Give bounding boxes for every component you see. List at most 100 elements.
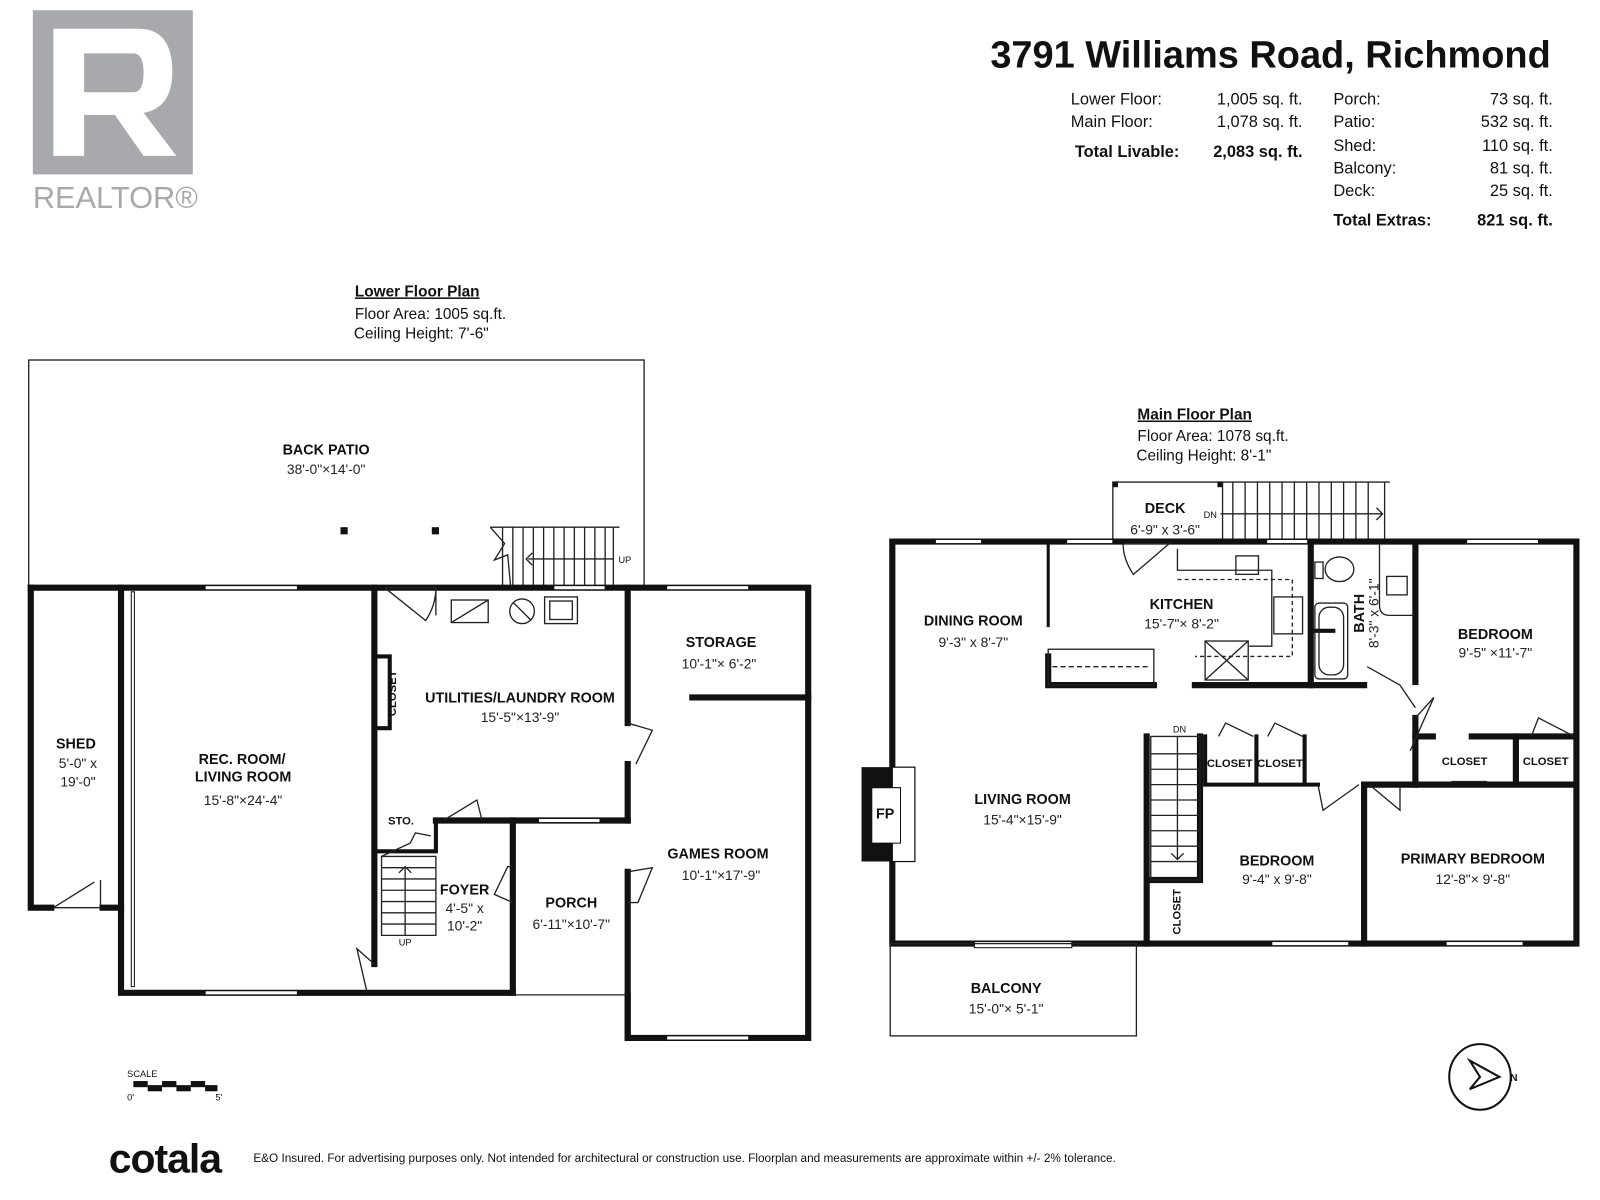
realtor-logo: REALTOR® [32,10,198,215]
room-name: BEDROOM [1239,854,1314,870]
counter [1047,648,1155,686]
address-title: 3791 Williams Road, Richmond [990,35,1550,77]
total-extras-value: 821 sq. ft. [1477,212,1553,230]
water-heater [509,598,536,625]
property-summary: 3791 Williams Road, Richmond Lower Floor… [990,35,1552,230]
laundry-sink [543,596,579,625]
main-floor-label: Main Floor: [1071,113,1153,131]
room-dimensions: 6'-11"×10'-7" [533,916,611,932]
room-name: REC. ROOM/ [199,752,286,768]
scale-end: 5' [215,1093,222,1103]
main-floor-ceiling: Ceiling Height: 8'-1" [1136,448,1271,465]
post [340,527,348,535]
main-floor-plan: Main Floor Plan Floor Area: 1078 sq.ft. … [861,406,1580,1037]
lower-windows [130,585,750,1041]
room-dimensions: 9'-5" ×11'-7" [1459,644,1533,660]
kitchen-fixtures [1047,548,1304,686]
patio-stairs [489,526,620,588]
stove [1273,596,1304,635]
total-extras-label: Total Extras: [1333,212,1431,230]
sliding-door [973,941,1073,949]
stair-down-label: DN [1204,510,1217,520]
closet-label: CLOSET [1442,756,1488,768]
closet-label: CLOSET [1523,756,1569,768]
room-dimensions: 4'-5" x [445,900,483,916]
lower-floor-area: Floor Area: 1005 sq.ft. [355,306,506,323]
patio-value: 532 sq. ft. [1481,113,1553,131]
fireplace [861,766,916,863]
shed-value: 110 sq. ft. [1482,137,1553,155]
room-name: BATH [1352,594,1368,633]
total-livable-value: 2,083 sq. ft. [1213,143,1302,161]
total-livable-label: Total Livable: [1075,143,1180,161]
furnace [450,599,489,624]
room-dimensions: 6'-9" x 3'-6" [1130,521,1200,537]
toilet [1324,556,1355,583]
room-dimensions: 9'-3" x 8'-7" [938,634,1008,650]
main-floor-area: Floor Area: 1078 sq.ft. [1137,428,1288,445]
room-dimensions: 15'-8"×24'-4" [204,792,283,808]
balcony-area [889,942,1138,1037]
main-stairs [1150,735,1201,881]
patio-label: Patio: [1333,113,1375,131]
closet-label: CLOSET [1172,889,1184,935]
room-name: FOYER [440,882,490,898]
lower-fixtures [450,596,579,625]
cotala-logo: cotala [109,1135,224,1181]
room-name: CLOSET [387,670,399,716]
disclaimer: E&O Insured. For advertising purposes on… [253,1152,1116,1165]
room-name: STORAGE [686,635,757,651]
bathtub [1314,602,1349,680]
lower-floor-label: Lower Floor: [1071,91,1162,109]
porch-label: Porch: [1333,91,1380,109]
scale-label: SCALE [127,1069,157,1079]
lower-doors [52,587,654,993]
north-label: N [1510,1073,1517,1084]
foyer-stairs [380,832,437,937]
lower-floor-title: Lower Floor Plan [355,283,480,300]
lower-floor-ceiling: Ceiling Height: 7'-6" [354,325,489,342]
room-dimensions: 15'-0"× 5'-1" [969,1000,1044,1016]
room-dimensions: 9'-4" x 9'-8" [1242,871,1312,887]
room-dimensions: 15'-4"×15'-9" [983,812,1062,828]
footer: cotala E&O Insured. For advertising purp… [109,1135,1116,1181]
room-name: DECK [1145,501,1186,517]
bath-fixtures [1314,543,1414,680]
room-name: BEDROOM [1458,627,1533,643]
post [431,527,439,535]
stair-up-label: UP [399,938,412,948]
room-name: STO. [388,816,414,828]
balcony-value: 81 sq. ft. [1490,159,1553,177]
shed-label: Shed: [1333,137,1376,155]
room-name: UTILITIES/LAUNDRY ROOM [425,691,615,707]
fridge [1204,640,1249,681]
room-dimensions: 10'-1"× 6'-2" [682,656,757,672]
room-name: KITCHEN [1150,597,1214,613]
deck-area [1112,481,1390,542]
north-arrow-icon: N [1448,1043,1518,1111]
room-dimensions: 12'-8"× 9'-8" [1435,871,1510,887]
stair-up-label: UP [618,555,631,565]
lower-walls [27,584,812,1042]
room-name: DINING ROOM [924,614,1023,630]
room-name: SHED [56,737,96,753]
lower-floor-plan: Lower Floor Plan Floor Area: 1005 sq.ft.… [27,283,812,1042]
room-name: BACK PATIO [283,442,370,458]
main-doors [1122,542,1575,812]
room-dimensions: 8'-3" x 6'-1" [1365,578,1381,648]
stair-down-label: DN [1173,724,1186,734]
vanity [1378,543,1414,617]
room-name: BALCONY [971,981,1042,997]
room-dimensions: 5'-0" x [59,755,97,771]
room-dimensions: 38'-0"×14'-0" [287,461,366,477]
room-name: LIVING ROOM [195,770,291,786]
room-name: LIVING ROOM [974,792,1070,808]
room-dimensions: 15'-7"× 8'-2" [1144,616,1219,632]
porch-value: 73 sq. ft. [1490,91,1553,109]
room-dimensions: 15'-5"×13'-9" [481,709,560,725]
room-dimensions: 19'-0" [60,774,95,790]
room-dimensions: 10'-1"×17'-9" [682,867,761,883]
room-name: GAMES ROOM [667,846,768,862]
room-dimensions: 10'-2" [447,917,482,933]
